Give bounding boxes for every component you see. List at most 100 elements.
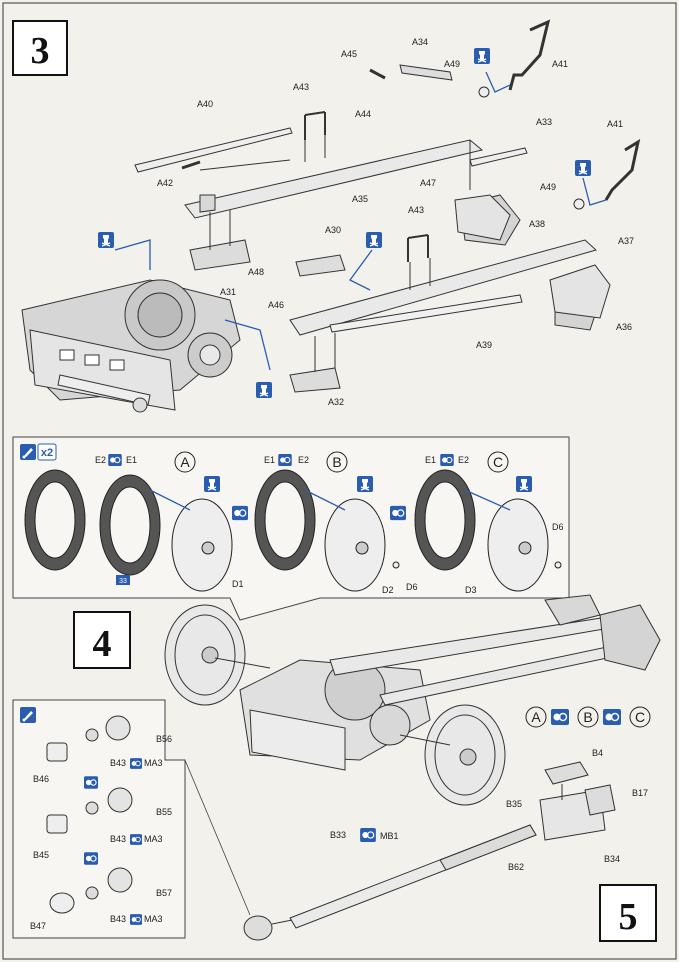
rim-d2 [324, 498, 386, 592]
part-a41-2 [604, 138, 641, 201]
part-d6-c [554, 561, 562, 569]
label-b57: B57 [156, 888, 172, 898]
label-a36: A36 [616, 322, 632, 332]
variant-a-e-left: E2 [95, 455, 106, 465]
label-ma3-2: MA3 [144, 834, 163, 844]
variant-b-badge [326, 451, 348, 473]
tire-code-badge [116, 575, 130, 585]
part-b55 [107, 787, 133, 813]
cement-icon-5d [84, 852, 98, 865]
label-a41-1: A41 [552, 59, 568, 69]
label-b47: B47 [30, 921, 46, 931]
option-b: B [583, 709, 592, 725]
label-b56: B56 [156, 734, 172, 744]
handle-a43-1 [304, 111, 326, 140]
option-b-badge [577, 706, 599, 728]
glue-icon-1 [98, 232, 114, 248]
washer-a49-2 [573, 198, 585, 210]
label-b43-3: B43 [110, 914, 126, 924]
washer-a49-1 [478, 86, 490, 98]
label-a40: A40 [197, 99, 213, 109]
step-3-arrows [199, 135, 471, 372]
tire-code: 33 [119, 578, 127, 585]
label-a37: A37 [618, 236, 634, 246]
step-5-number: 5 [619, 896, 638, 938]
rod-a33 [469, 147, 528, 167]
handle-a43-2 [407, 234, 429, 262]
variant-c-e-left: E1 [425, 455, 436, 465]
glue-icon-2 [256, 382, 272, 398]
variant-b-d6: D6 [406, 582, 418, 592]
glue-icon-wa [204, 476, 220, 492]
label-a34: A34 [412, 37, 428, 47]
option-c-badge [629, 706, 651, 728]
label-b55: B55 [156, 807, 172, 817]
label-b46: B46 [33, 774, 49, 784]
wheel-variant-b: E1 E2 B D2 D6 [254, 451, 418, 595]
variant-a-d: D1 [232, 579, 244, 589]
part-a30 [295, 254, 346, 277]
label-b4: B4 [592, 748, 603, 758]
part-a38 [454, 194, 511, 241]
label-a47: A47 [420, 178, 436, 188]
label-a49-2: A49 [540, 182, 556, 192]
part-b46 [46, 742, 68, 762]
variant-c-e-right: E2 [458, 455, 469, 465]
label-a44: A44 [355, 109, 371, 119]
part-d6-b [392, 561, 400, 569]
step-4: 4 [73, 594, 661, 806]
part-a36 [549, 264, 611, 319]
cement-icon-opt-2 [603, 709, 621, 725]
glue-icon-4 [474, 48, 490, 64]
wheel-variant-c: E1 E2 C D3 D6 [414, 451, 564, 595]
label-a43-2: A43 [408, 205, 424, 215]
label-mb1: MB1 [380, 831, 399, 841]
label-a33: A33 [536, 117, 552, 127]
label-b35: B35 [506, 799, 522, 809]
step-3: 3 [12, 19, 641, 413]
step-4-carriage [239, 594, 661, 771]
variant-b-letter: B [332, 454, 341, 470]
option-c: C [635, 709, 645, 725]
glue-icon-wb [357, 476, 373, 492]
label-a38: A38 [529, 219, 545, 229]
cement-icon-b33 [360, 828, 376, 842]
label-b45: B45 [33, 850, 49, 860]
label-a42: A42 [157, 178, 173, 188]
cement-icon-c [440, 454, 454, 466]
label-a32: A32 [328, 397, 344, 407]
multiplier-text: x2 [41, 447, 53, 459]
cement-icon-5a [130, 758, 142, 769]
cement-icon-5b [84, 776, 98, 789]
cement-icon-b [278, 454, 292, 466]
cement-icon-opt-1 [551, 709, 569, 725]
glue-icon-5 [575, 160, 591, 176]
variant-a-badge [174, 451, 196, 473]
label-a43-1: A43 [293, 82, 309, 92]
variant-c-d6: D6 [552, 522, 564, 532]
cement-icon-wb [390, 505, 406, 521]
label-b43-1: B43 [110, 758, 126, 768]
label-b62: B62 [508, 862, 524, 872]
step-3-box [12, 20, 68, 76]
muzzle-brake [243, 915, 273, 941]
step-3-number: 3 [31, 30, 50, 72]
cement-icon-wa [232, 505, 248, 521]
label-a49-1: A49 [444, 59, 460, 69]
label-a31: A31 [220, 287, 236, 297]
variant-a-e-right: E1 [126, 455, 137, 465]
glue-icon-wc [516, 476, 532, 492]
part-b56 [105, 715, 131, 741]
label-a45: A45 [341, 49, 357, 59]
part-a42 [181, 160, 201, 170]
part-b57 [107, 867, 133, 893]
wheels-panel: x2 E2 E1 A D1 33 E1 E2 B [12, 436, 570, 621]
label-b43-2: B43 [110, 834, 126, 844]
label-a48: A48 [248, 267, 264, 277]
paint-icon [20, 444, 36, 460]
part-a41-1 [508, 19, 551, 91]
step-5: B56 B46 B43 MA3 B55 B45 B43 MA3 B57 B47 … [12, 699, 657, 942]
label-ma3-1: MA3 [144, 758, 163, 768]
step-4-number: 4 [93, 623, 112, 665]
